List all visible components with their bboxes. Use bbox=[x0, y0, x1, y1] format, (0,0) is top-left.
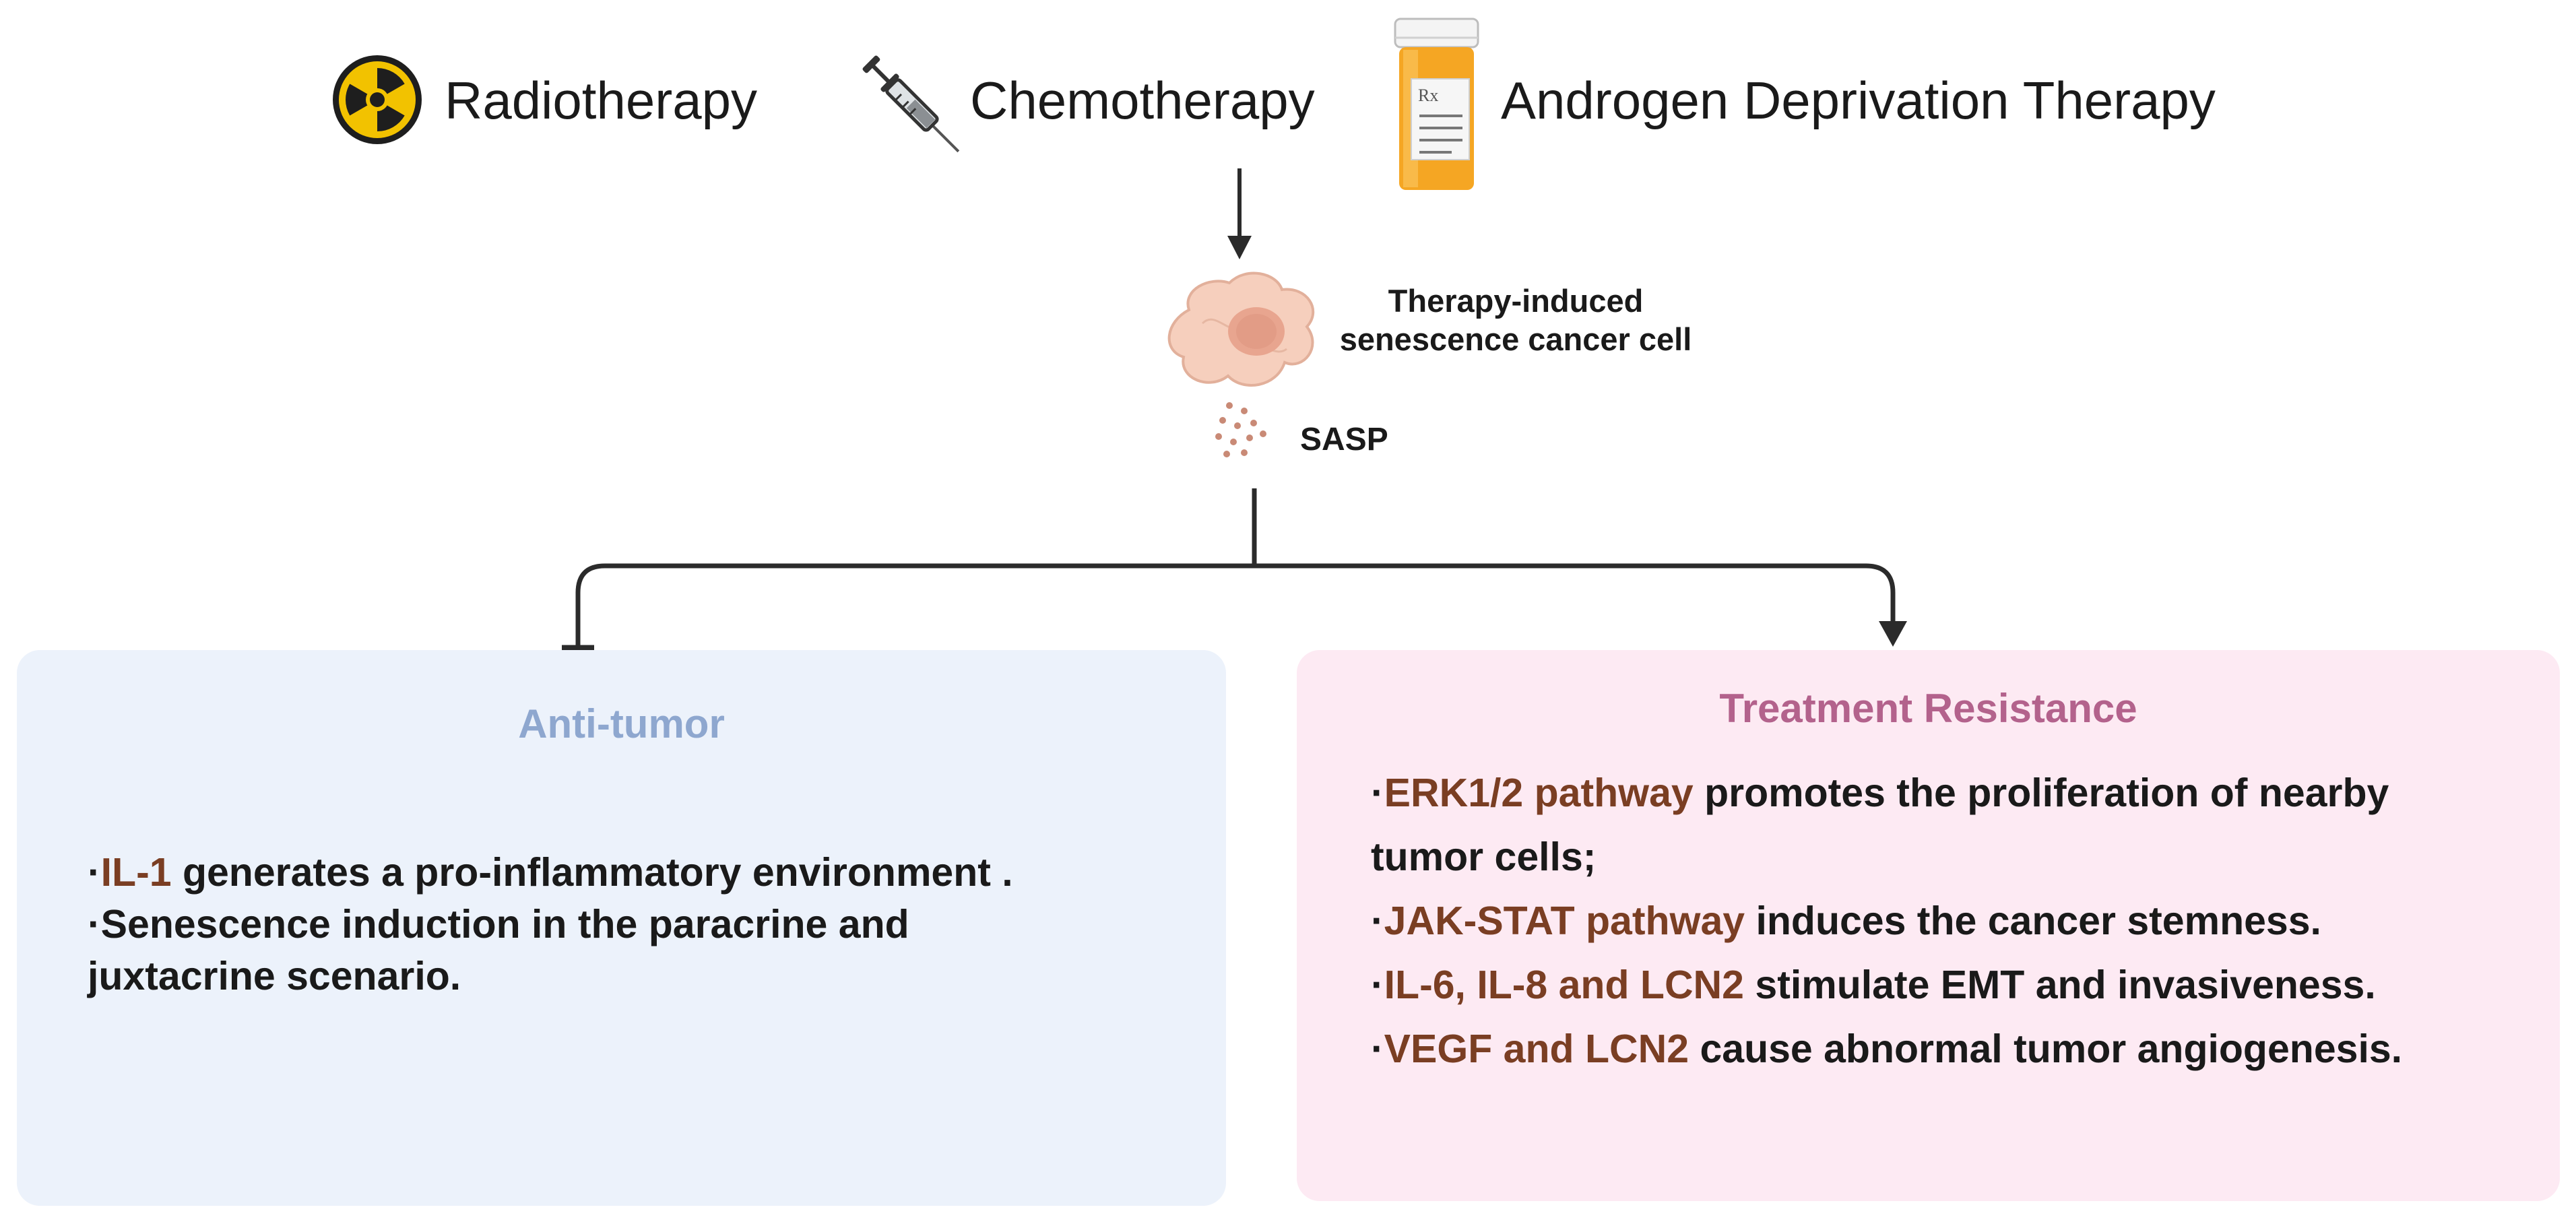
chemotherapy-label: Chemotherapy bbox=[970, 71, 1315, 130]
secreted-particles-icon bbox=[1215, 402, 1266, 457]
treatment-resistance-body: ·ERK1/2 pathway promotes the proliferati… bbox=[1371, 761, 2402, 1081]
branch-lines bbox=[575, 488, 1896, 647]
resistance-point-1-cont: tumor cells; bbox=[1371, 835, 1597, 879]
senescent-cell-label-line1: Therapy-induced bbox=[1388, 283, 1644, 319]
anti-tumor-point-2: ·Senescence induction in the paracrine a… bbox=[88, 902, 909, 946]
svg-text:Rx: Rx bbox=[1418, 86, 1438, 105]
resistance-arrowhead bbox=[1879, 621, 1907, 647]
senescent-cell-label-line2: senescence cancer cell bbox=[1339, 321, 1692, 358]
androgen-deprivation-therapy-label: Androgen Deprivation Therapy bbox=[1501, 71, 2216, 130]
anti-tumor-body: ·IL-1 generates a pro-inflammatory envir… bbox=[88, 847, 1013, 1002]
resistance-point-2: ·JAK-STAT pathway induces the cancer ste… bbox=[1371, 899, 2321, 943]
senescent-cell-icon bbox=[1167, 271, 1315, 387]
radiation-hazard-icon bbox=[333, 55, 422, 144]
anti-tumor-title: Anti-tumor bbox=[518, 701, 725, 746]
radiotherapy-label: Radiotherapy bbox=[445, 71, 757, 130]
treatment-resistance-panel: Treatment Resistance ·ERK1/2 pathway pro… bbox=[1297, 650, 2560, 1201]
syringe-icon bbox=[862, 55, 960, 153]
therapy-to-cell-arrow bbox=[1227, 168, 1252, 259]
anti-tumor-point-2-cont: juxtacrine scenario. bbox=[88, 954, 461, 998]
anti-tumor-panel: Anti-tumor ·IL-1 generates a pro-inflamm… bbox=[17, 650, 1226, 1206]
treatment-resistance-title: Treatment Resistance bbox=[1719, 686, 2137, 731]
resistance-point-3: ·IL-6, IL-8 and LCN2 stimulate EMT and i… bbox=[1371, 963, 2376, 1007]
senescent-cell-label: Therapy-induced senescence cancer cell bbox=[1314, 282, 1718, 359]
resistance-point-4: ·VEGF and LCN2 cause abnormal tumor angi… bbox=[1371, 1027, 2403, 1071]
resistance-point-1: ·ERK1/2 pathway promotes the proliferati… bbox=[1371, 771, 2389, 815]
anti-tumor-point-1: ·IL-1 generates a pro-inflammatory envir… bbox=[88, 850, 1013, 895]
pill-bottle-icon: Rx bbox=[1394, 18, 1479, 190]
sasp-label: SASP bbox=[1300, 422, 1388, 457]
